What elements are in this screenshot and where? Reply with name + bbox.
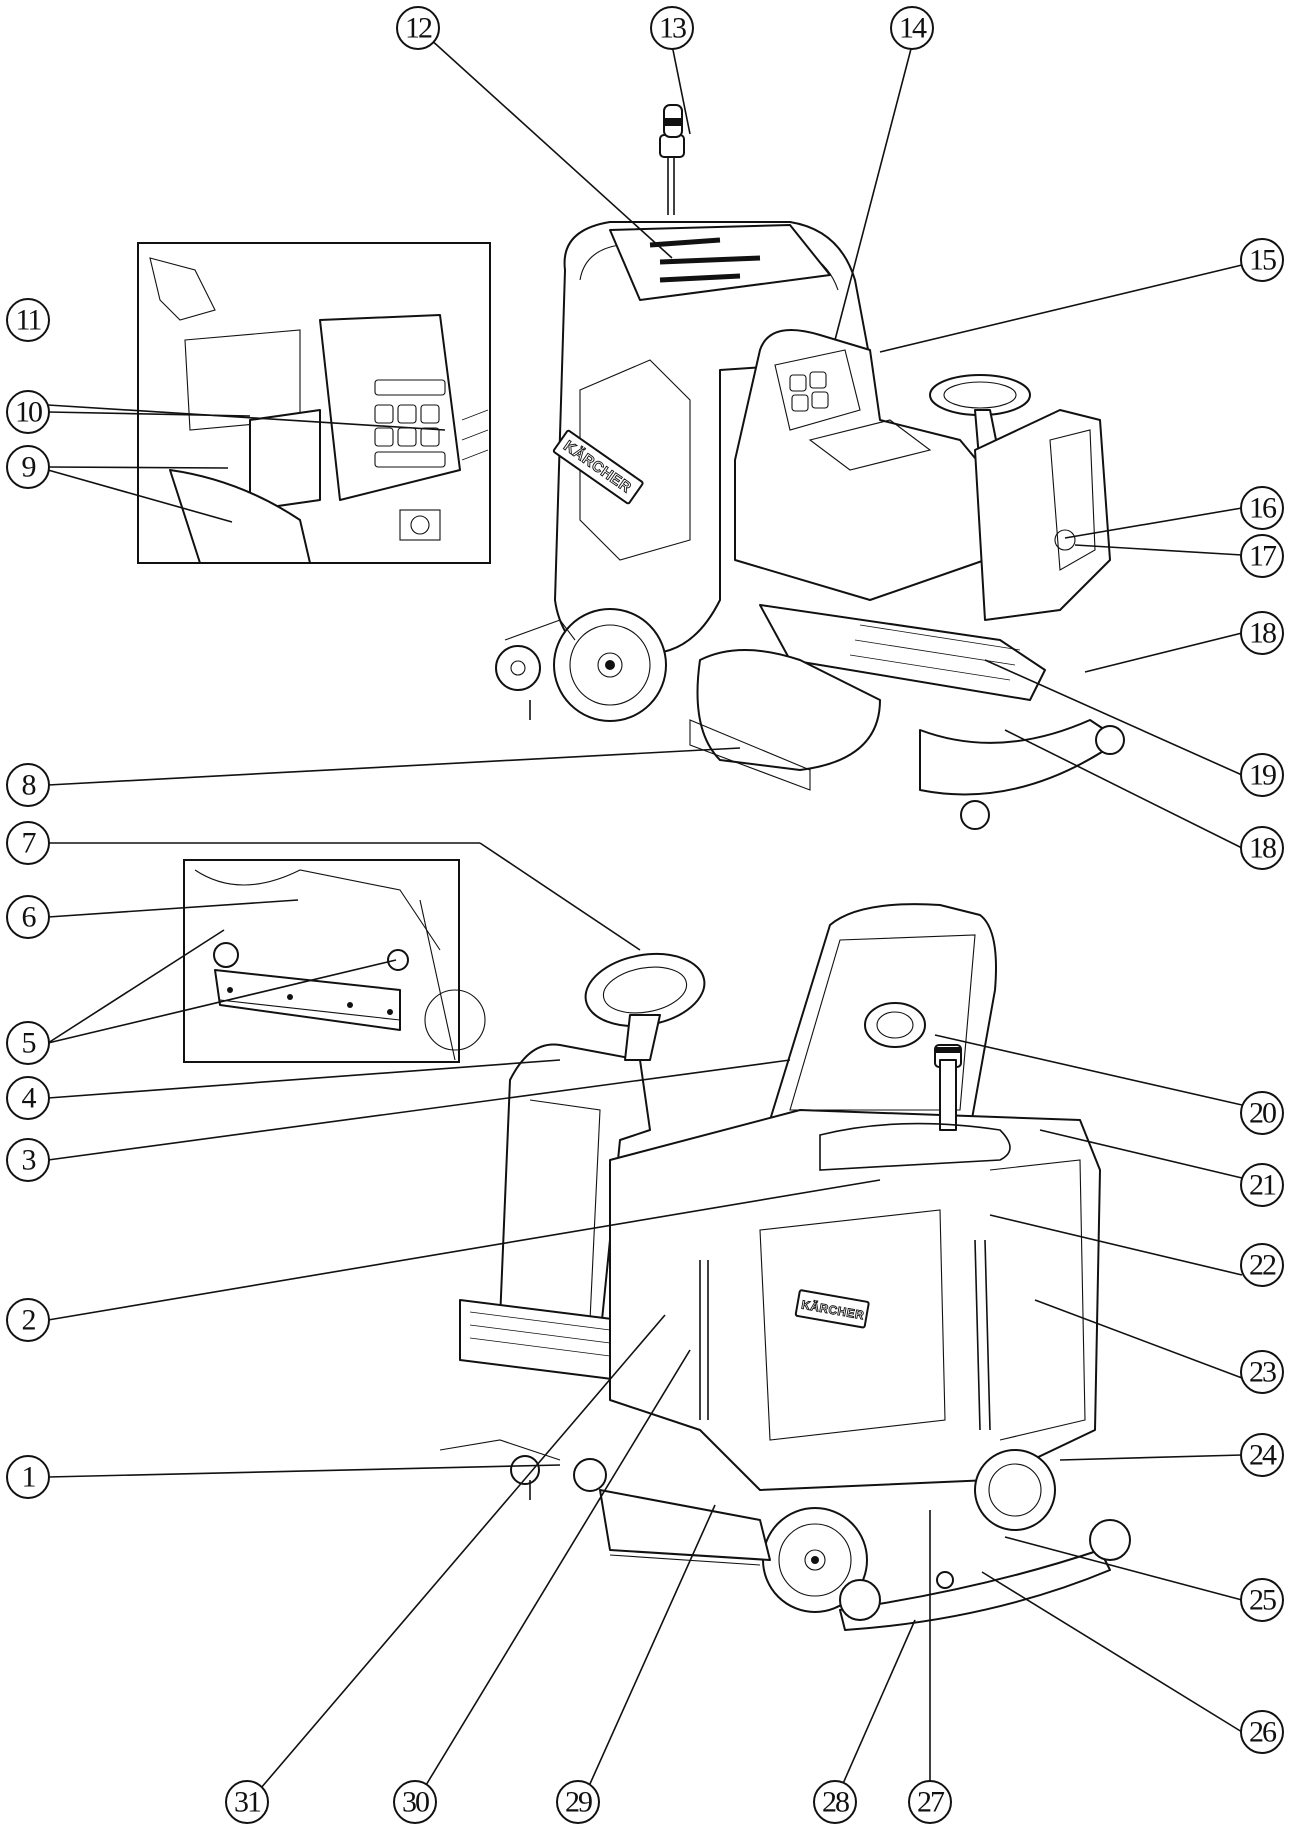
callout-20: 20 bbox=[1240, 1091, 1284, 1135]
svg-text:6: 6 bbox=[22, 901, 37, 934]
caster-bottom bbox=[439, 1439, 561, 1500]
svg-text:3: 3 bbox=[22, 1144, 36, 1177]
callout-28: 28 bbox=[813, 1780, 857, 1824]
svg-text:18: 18 bbox=[1249, 832, 1276, 865]
callout-24: 24 bbox=[1240, 1433, 1284, 1477]
callout-31: 31 bbox=[225, 1780, 269, 1824]
svg-text:25: 25 bbox=[1249, 1584, 1276, 1617]
svg-text:4: 4 bbox=[22, 1082, 37, 1115]
control-console bbox=[734, 329, 986, 601]
callout-12: 12 bbox=[396, 6, 440, 50]
svg-text:26: 26 bbox=[1249, 1716, 1277, 1749]
callout-29: 29 bbox=[556, 1780, 600, 1824]
callout-21: 21 bbox=[1240, 1163, 1284, 1207]
callout-1: 1 bbox=[6, 1455, 50, 1499]
svg-text:10: 10 bbox=[15, 396, 42, 429]
top-machine-view: KÄRCHER bbox=[495, 104, 1125, 830]
svg-text:17: 17 bbox=[1249, 540, 1277, 573]
callout-13: 13 bbox=[650, 6, 694, 50]
svg-text:23: 23 bbox=[1249, 1356, 1276, 1389]
caster-top bbox=[495, 619, 576, 720]
callout-2: 2 bbox=[6, 1298, 50, 1342]
callout-25: 25 bbox=[1240, 1578, 1284, 1622]
callout-3: 3 bbox=[6, 1138, 50, 1182]
rear-wheel-top bbox=[553, 608, 667, 722]
svg-text:8: 8 bbox=[22, 769, 36, 802]
right-wheel-bottom bbox=[974, 1449, 1056, 1531]
inset-brush-head bbox=[183, 859, 486, 1063]
callout-26: 26 bbox=[1240, 1710, 1284, 1754]
svg-text:14: 14 bbox=[899, 12, 927, 45]
squeegee-top bbox=[919, 719, 1121, 796]
inset-control-panel bbox=[137, 242, 491, 564]
brush-deck-bottom bbox=[599, 1489, 771, 1561]
callout-23: 23 bbox=[1240, 1350, 1284, 1394]
callout-6: 6 bbox=[6, 895, 50, 939]
callout-4: 4 bbox=[6, 1076, 50, 1120]
callout-14: 14 bbox=[890, 6, 934, 50]
svg-text:12: 12 bbox=[405, 12, 432, 45]
callout-18-second: 18 bbox=[1240, 826, 1284, 870]
svg-text:19: 19 bbox=[1249, 759, 1276, 792]
callout-11: 11 bbox=[6, 298, 50, 342]
beacon-light bbox=[659, 104, 685, 215]
callout-7: 7 bbox=[6, 821, 50, 865]
callout-9: 9 bbox=[6, 445, 50, 489]
footboard-top bbox=[759, 604, 1046, 701]
callout-19: 19 bbox=[1240, 753, 1284, 797]
callout-22: 22 bbox=[1240, 1243, 1284, 1287]
callout-15: 15 bbox=[1240, 238, 1284, 282]
svg-text:7: 7 bbox=[22, 827, 37, 860]
inset-panel-door bbox=[319, 314, 461, 501]
callout-30: 30 bbox=[393, 1780, 437, 1824]
callout-17: 17 bbox=[1240, 534, 1284, 578]
squeegee-bottom bbox=[839, 1549, 1111, 1631]
filter-cylinder bbox=[864, 1002, 926, 1048]
beacon-light-bottom bbox=[934, 1044, 962, 1131]
callout-5: 5 bbox=[6, 1021, 50, 1065]
svg-text:20: 20 bbox=[1249, 1097, 1276, 1130]
bottom-machine-view: KÄRCHER bbox=[439, 903, 1131, 1631]
svg-text:28: 28 bbox=[822, 1786, 849, 1819]
brand-logo-bottom: KÄRCHER bbox=[794, 1289, 870, 1329]
svg-text:2: 2 bbox=[22, 1304, 36, 1337]
svg-text:9: 9 bbox=[22, 451, 36, 484]
callout-18: 18 bbox=[1240, 611, 1284, 655]
svg-text:29: 29 bbox=[565, 1786, 592, 1819]
callout-10: 10 bbox=[6, 390, 50, 434]
callout-27: 27 bbox=[908, 1780, 952, 1824]
callout-8: 8 bbox=[6, 763, 50, 807]
callout-16: 16 bbox=[1240, 486, 1284, 530]
svg-text:13: 13 bbox=[659, 12, 686, 45]
svg-text:15: 15 bbox=[1249, 244, 1276, 277]
svg-text:30: 30 bbox=[402, 1786, 429, 1819]
drain-hose bbox=[984, 1239, 991, 1431]
steering-wheel-bottom bbox=[584, 952, 706, 1061]
front-column bbox=[974, 409, 1111, 621]
svg-text:21: 21 bbox=[1249, 1169, 1276, 1202]
leader-lines bbox=[47, 27, 1243, 1796]
svg-text:1: 1 bbox=[22, 1461, 36, 1494]
svg-text:31: 31 bbox=[234, 1786, 261, 1819]
svg-text:16: 16 bbox=[1249, 492, 1277, 525]
svg-text:24: 24 bbox=[1249, 1439, 1277, 1472]
callouts: 12 13 14 15 11 10 9 16 17 18 8 19 18 7 6… bbox=[6, 6, 1284, 1824]
svg-text:22: 22 bbox=[1249, 1249, 1276, 1282]
svg-text:5: 5 bbox=[22, 1027, 36, 1060]
svg-text:11: 11 bbox=[16, 304, 42, 337]
svg-text:18: 18 bbox=[1249, 617, 1276, 650]
svg-text:27: 27 bbox=[917, 1786, 945, 1819]
